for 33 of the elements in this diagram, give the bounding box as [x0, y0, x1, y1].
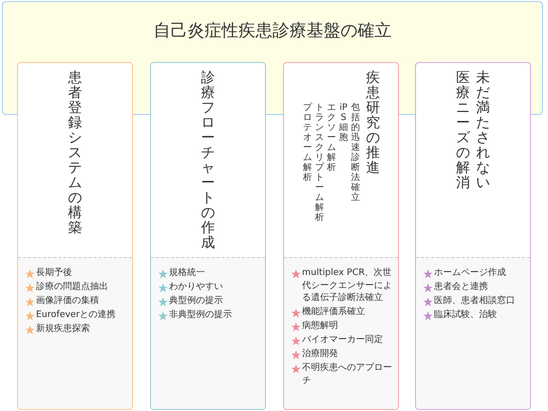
list-item: Eurofeverとの連携 [36, 309, 116, 322]
column-heading: 未だ満たされない医療ニーズの解消 [455, 71, 491, 191]
list-item: 典型例の提示 [169, 295, 223, 308]
column-card [415, 62, 531, 410]
column-heading: 診療フローチャートの作成 [200, 71, 216, 251]
list-item: 新規疾患探索 [36, 323, 90, 336]
list-item: 医師、患者相談窓口 [434, 295, 515, 308]
list-item: 機能評価系確立 [302, 306, 365, 318]
column-heading: 疾患研究の推進 [365, 71, 381, 176]
list-item: 非典型例の提示 [169, 309, 232, 322]
research-topic: トランスクリプトーム解析 [314, 103, 325, 223]
title-text: 自己炎症性疾患診療基盤の確立 [152, 20, 392, 42]
list-item: 規格統一 [169, 267, 205, 280]
list-item: 診療の問題点抽出 [36, 281, 108, 294]
column-card [150, 62, 266, 410]
research-topic: iPS細胞 [338, 103, 349, 143]
list-item: ホームページ作成 [434, 267, 506, 280]
research-topic: 包括的迅速診断法確立 [350, 103, 361, 203]
column-card [17, 62, 133, 410]
list-item: 長期予後 [36, 267, 72, 280]
list-item: 患者会と連携 [434, 281, 488, 294]
research-topic: エクソーム解析 [326, 103, 337, 173]
list-item: バイオマーカー同定 [302, 334, 383, 346]
column-heading: 患者登録システムの構築 [67, 71, 83, 236]
research-topic: プロテオーム解析 [302, 103, 313, 183]
list-item: 臨床試験、治験 [434, 309, 497, 322]
list-item: multiplex PCR、次世代シークエンサーによる遺伝子診断法確立 [302, 267, 393, 304]
list-item: 治療開発 [302, 348, 338, 360]
list-item: 不明疾患へのアプローチ [302, 362, 393, 387]
list-item: 画像評価の集積 [36, 295, 99, 308]
list-item: 病態解明 [302, 320, 338, 332]
list-item: わかりやすい [169, 281, 223, 294]
column-card [283, 62, 399, 410]
